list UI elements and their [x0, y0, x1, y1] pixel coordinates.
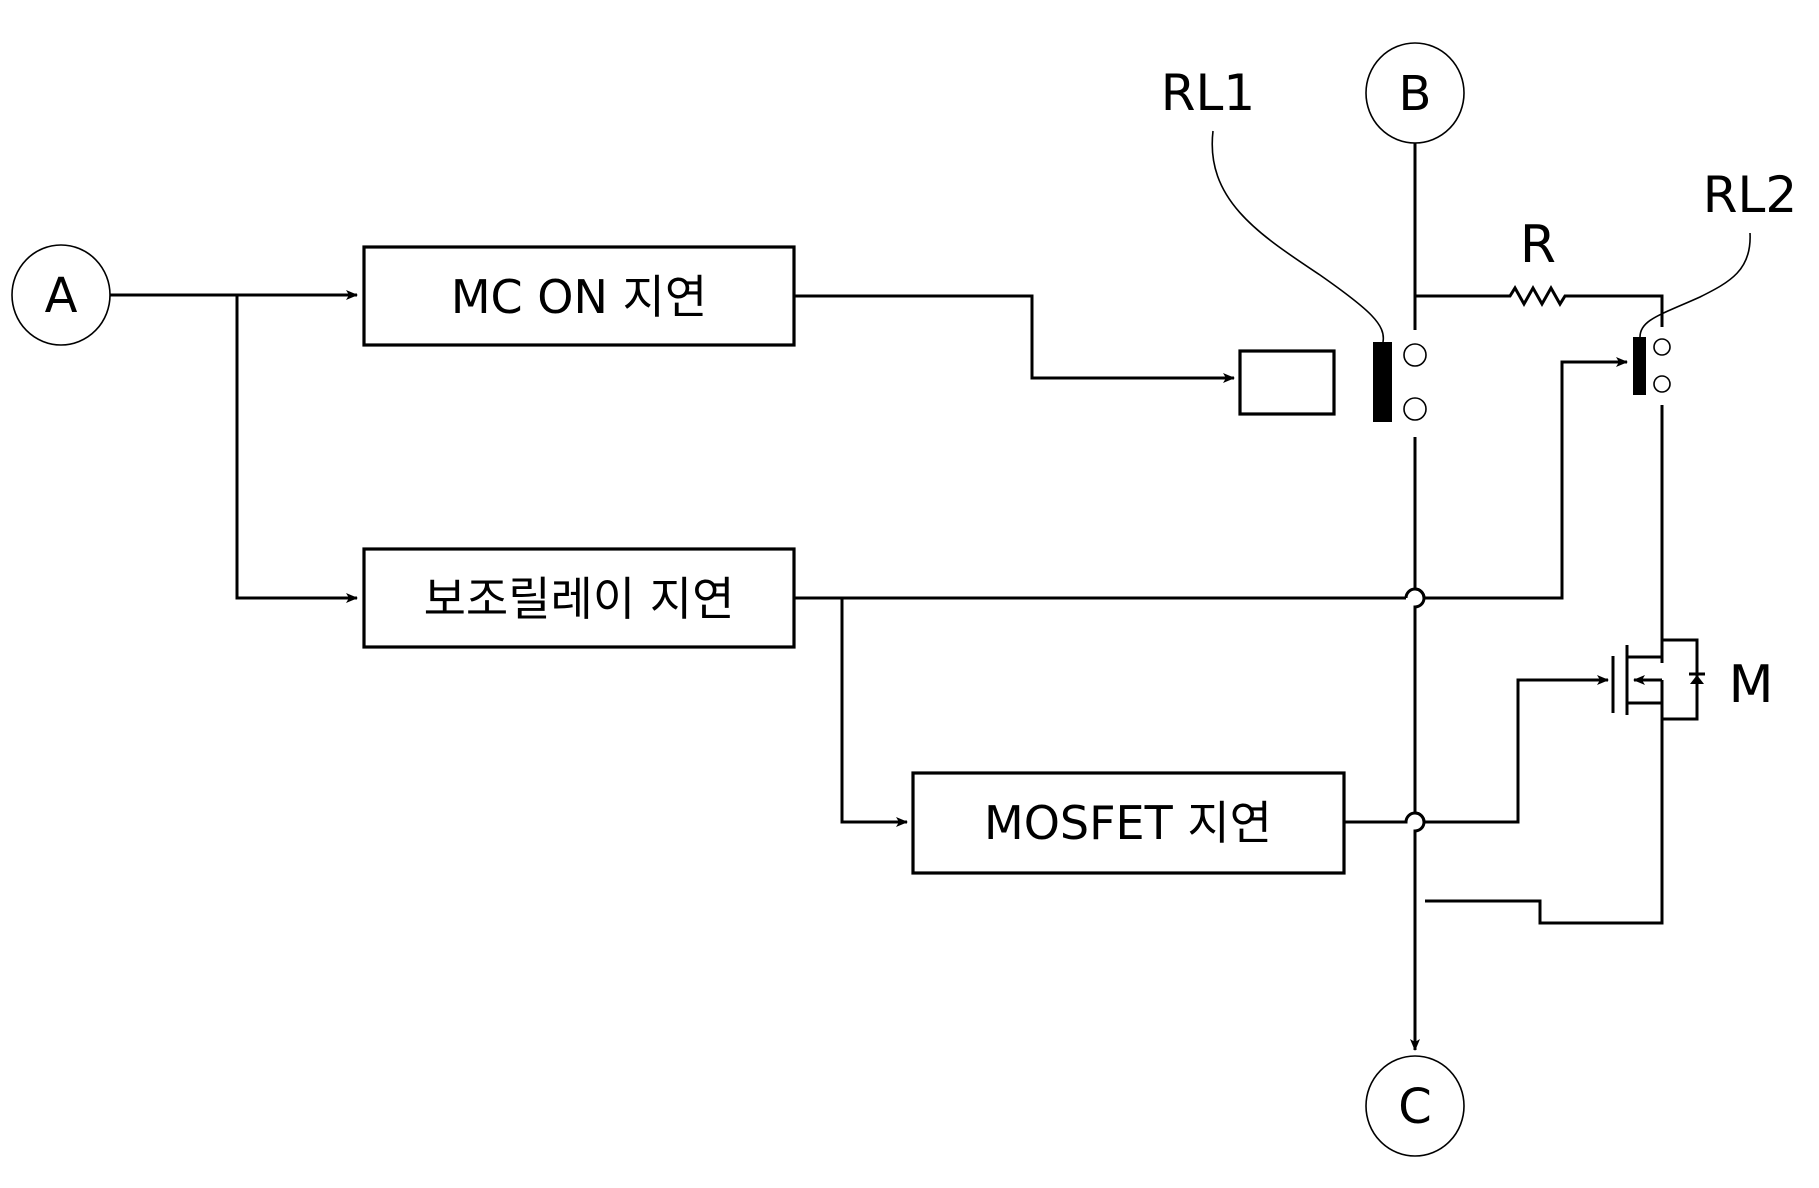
mosfet-diode-triangle — [1690, 675, 1704, 684]
rl1-coil-bar — [1373, 342, 1392, 422]
block-mosfet-delay: MOSFET 지연 — [911, 771, 1346, 875]
wire-aux-to-rl2 — [794, 362, 1627, 600]
node-c-circle — [1365, 1055, 1465, 1157]
wire-mosfet-delay-to-gate — [1344, 675, 1609, 824]
rl2-leader-line — [1639, 232, 1751, 338]
mosfet-drain — [1627, 655, 1664, 663]
rl1-driver-box — [1238, 349, 1336, 416]
mosfet-m-label: M — [1729, 655, 1774, 715]
aux-relay-delay-box — [362, 547, 796, 649]
wire-a-to-aux-relay — [235, 295, 358, 603]
node-b-label: B — [1399, 66, 1432, 122]
node-a-label: A — [45, 268, 78, 324]
node-c: C — [1365, 1055, 1465, 1157]
mosfet-delay-label: MOSFET 지연 — [984, 796, 1272, 850]
rl1-contact-bottom — [1403, 397, 1427, 421]
rl1-leader-line — [1211, 130, 1385, 343]
rl1-label-group: RL1 — [1161, 64, 1385, 343]
wire-mc-on-to-rl1 — [794, 294, 1235, 383]
mc-on-delay-label: MC ON 지연 — [451, 270, 707, 324]
mosfet-m: M — [1425, 638, 1774, 925]
wire-mosfet-return — [1425, 680, 1664, 925]
node-a: A — [11, 244, 111, 346]
block-aux-relay-delay: 보조릴레이 지연 — [362, 547, 796, 649]
relay-rl2 — [1633, 337, 1671, 395]
relay-rl1 — [1373, 342, 1427, 422]
mosfet-delay-box — [911, 771, 1346, 875]
rl1-contact-top — [1403, 343, 1427, 367]
rl2-coil-bar — [1633, 337, 1646, 395]
wire-rl1-to-c — [1410, 437, 1426, 1051]
rl2-contact-bottom — [1653, 375, 1671, 393]
rl1-label: RL1 — [1161, 64, 1255, 122]
node-c-label: C — [1398, 1079, 1432, 1135]
resistor-r-symbol — [1415, 284, 1664, 327]
wires-from-a — [110, 290, 358, 603]
resistor-r-label: R — [1520, 215, 1556, 275]
wire-aux-to-mosfet-delay — [840, 598, 908, 827]
rl2-label: RL2 — [1703, 166, 1797, 224]
node-b: B — [1365, 42, 1465, 144]
rl2-label-group: RL2 — [1639, 166, 1797, 338]
rl2-contact-top — [1653, 338, 1671, 356]
mosfet-diode-loop — [1662, 638, 1699, 721]
block-mc-on-delay: MC ON 지연 — [362, 245, 796, 347]
wire-hop-1 — [1404, 587, 1426, 599]
aux-relay-delay-label: 보조릴레이 지연 — [424, 572, 735, 626]
resistor-r: R — [1415, 215, 1664, 327]
